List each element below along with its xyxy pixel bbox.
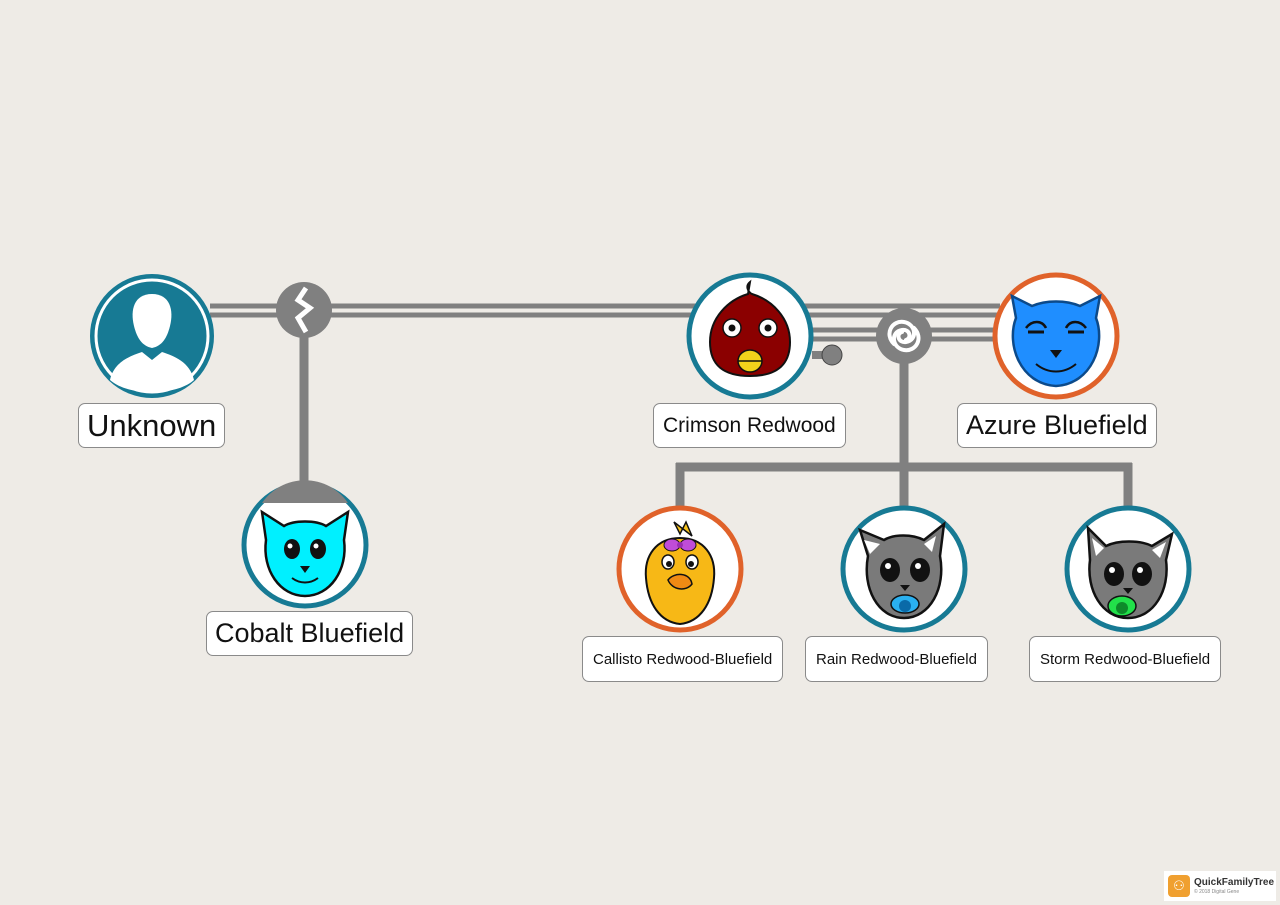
- blue-cat-avatar: [1010, 293, 1102, 388]
- person-node-rain[interactable]: [840, 505, 968, 633]
- person-node-callisto[interactable]: [616, 505, 744, 633]
- brand-copyright: © 2018 Digital Gene: [1194, 888, 1240, 895]
- cyan-cat-avatar: [260, 509, 350, 598]
- name-label-callisto[interactable]: Callisto Redwood-Bluefield: [582, 636, 784, 682]
- broken-link-icon[interactable]: [276, 282, 332, 338]
- name-label-cobalt[interactable]: Cobalt Bluefield: [206, 611, 414, 656]
- person-node-azure[interactable]: [992, 272, 1120, 400]
- person-node-cobalt[interactable]: [241, 480, 369, 609]
- person-node-crimson[interactable]: [686, 272, 814, 400]
- brand-name: QuickFamilyTree: [1194, 876, 1275, 888]
- name-label-crimson[interactable]: Crimson Redwood: [653, 403, 846, 448]
- person-node-storm[interactable]: [1064, 505, 1192, 633]
- wedding-rings-icon[interactable]: [876, 308, 932, 364]
- brand-logo[interactable]: ⚇ QuickFamilyTree © 2018 Digital Gene: [1164, 871, 1276, 901]
- silhouette-avatar: [110, 294, 194, 392]
- yellow-chick-avatar: [644, 520, 716, 626]
- expand-handle[interactable]: [821, 344, 843, 366]
- name-label-rain[interactable]: Rain Redwood-Bluefield: [805, 636, 988, 682]
- name-label-storm[interactable]: Storm Redwood-Bluefield: [1029, 636, 1222, 682]
- family-tree-icon: ⚇: [1168, 875, 1190, 897]
- person-node-unknown[interactable]: [90, 274, 214, 398]
- name-label-unknown[interactable]: Unknown: [78, 403, 226, 448]
- red-bird-avatar: [708, 279, 792, 378]
- gray-kitten-green-pacifier-avatar: [1086, 524, 1174, 620]
- name-label-azure[interactable]: Azure Bluefield: [957, 403, 1157, 448]
- connector-lines: [210, 303, 1133, 512]
- gray-kitten-blue-pacifier-avatar: [858, 521, 946, 620]
